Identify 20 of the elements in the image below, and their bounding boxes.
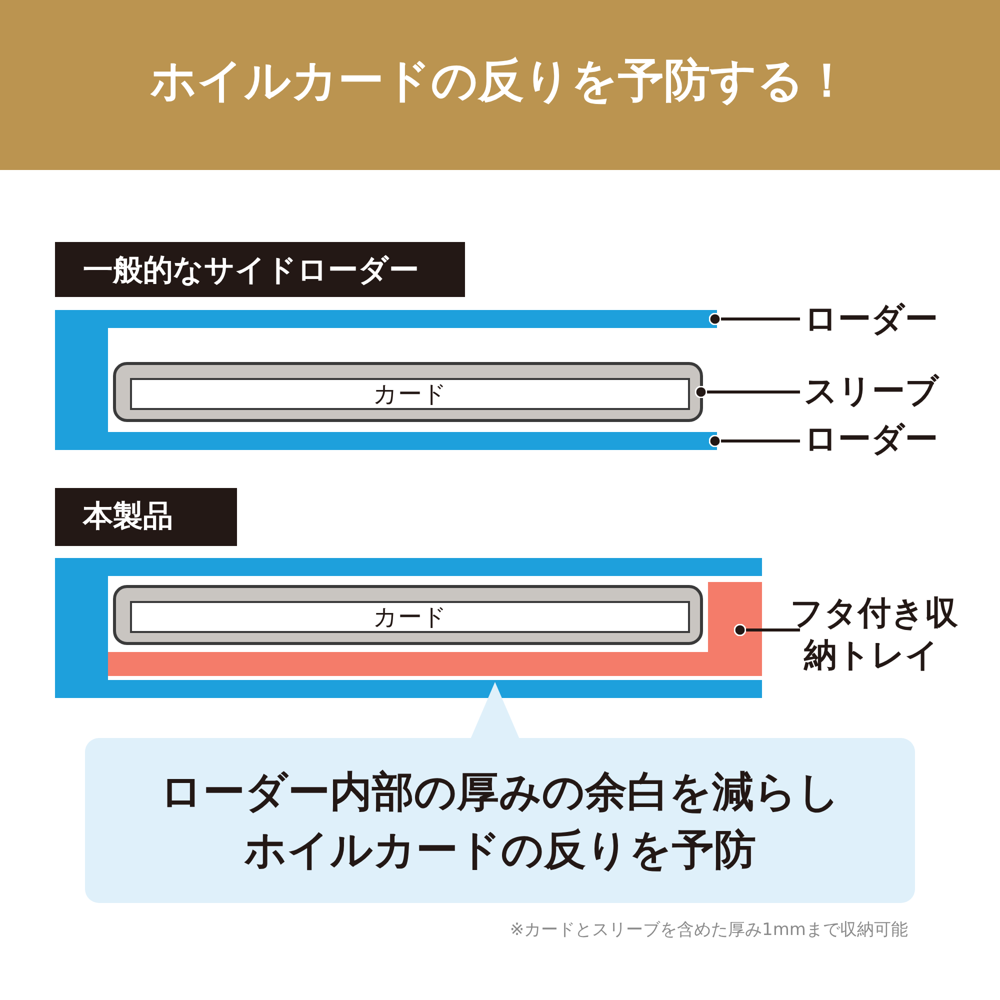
- title: ホイルカードの反りを予防する！: [149, 52, 851, 109]
- section-heading: 本製品: [55, 488, 237, 546]
- leader-line: [734, 624, 800, 636]
- leader-line: [708, 312, 800, 326]
- leader-line: [708, 434, 800, 448]
- part-label: ローダー: [790, 418, 980, 462]
- loader-drawing: [55, 558, 762, 698]
- part-label: ローダー: [790, 298, 980, 342]
- callout-text: ローダー内部の厚みの余白を減らしホイルカードの反りを予防: [159, 766, 841, 876]
- loader-drawing: [55, 310, 717, 450]
- part-label: フタ付き収納トレイ: [790, 592, 974, 682]
- sleeve-drawing: [113, 585, 703, 645]
- leader-line: [694, 386, 800, 398]
- section-heading: 一般的なサイドローダー: [55, 242, 465, 297]
- tray-drawing: [108, 582, 762, 676]
- footnote: ※カードとスリーブを含めた厚み1mmまで収納可能: [510, 919, 908, 941]
- part-label: スリーブ: [790, 370, 980, 414]
- card-drawing: カード: [130, 601, 690, 633]
- card-drawing: カード: [130, 378, 690, 410]
- sleeve-drawing: [113, 362, 703, 422]
